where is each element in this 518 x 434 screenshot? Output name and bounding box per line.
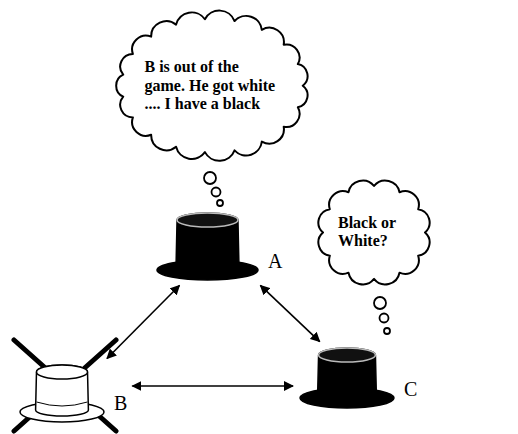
cross-out-mark [14, 340, 116, 431]
cloud-shape [116, 11, 307, 161]
hat-player: B [18, 362, 127, 424]
thought-text: Black or White? [338, 214, 410, 251]
thought-bubble [384, 328, 390, 334]
thought-bubble [212, 188, 221, 197]
hat-band [37, 402, 88, 406]
hat-top [319, 348, 376, 362]
hat-player: A [155, 210, 282, 282]
thought-cloud: Black or White? [311, 174, 437, 291]
hat-crown [176, 213, 239, 274]
thought-text: B is out of the game. He got white .... … [145, 58, 280, 113]
thought-cloud: B is out of the game. He got white .... … [110, 7, 315, 164]
hat-drawing [18, 362, 106, 424]
double-arrow [107, 286, 179, 359]
hat-player: C [298, 345, 417, 410]
double-arrow [260, 285, 319, 341]
hat-top [177, 213, 238, 227]
hat-crown [318, 348, 377, 402]
hat-drawing [155, 210, 260, 282]
hat-crown [36, 365, 89, 416]
cloud-shape [318, 180, 429, 284]
cross-line [14, 340, 116, 431]
player-label: B [114, 392, 127, 414]
thought-bubble [374, 297, 386, 309]
hat-drawing [298, 345, 396, 410]
hat-icon [298, 345, 396, 410]
cross-line [14, 340, 116, 431]
hat-top [36, 365, 87, 379]
hat-icon [155, 210, 260, 282]
hat-icon [18, 362, 106, 424]
thought-bubble [204, 172, 216, 184]
double-arrow [132, 385, 293, 387]
thought-bubble [380, 314, 389, 323]
player-label: A [268, 250, 282, 272]
player-label: C [404, 378, 417, 400]
thought-bubble [217, 200, 223, 206]
